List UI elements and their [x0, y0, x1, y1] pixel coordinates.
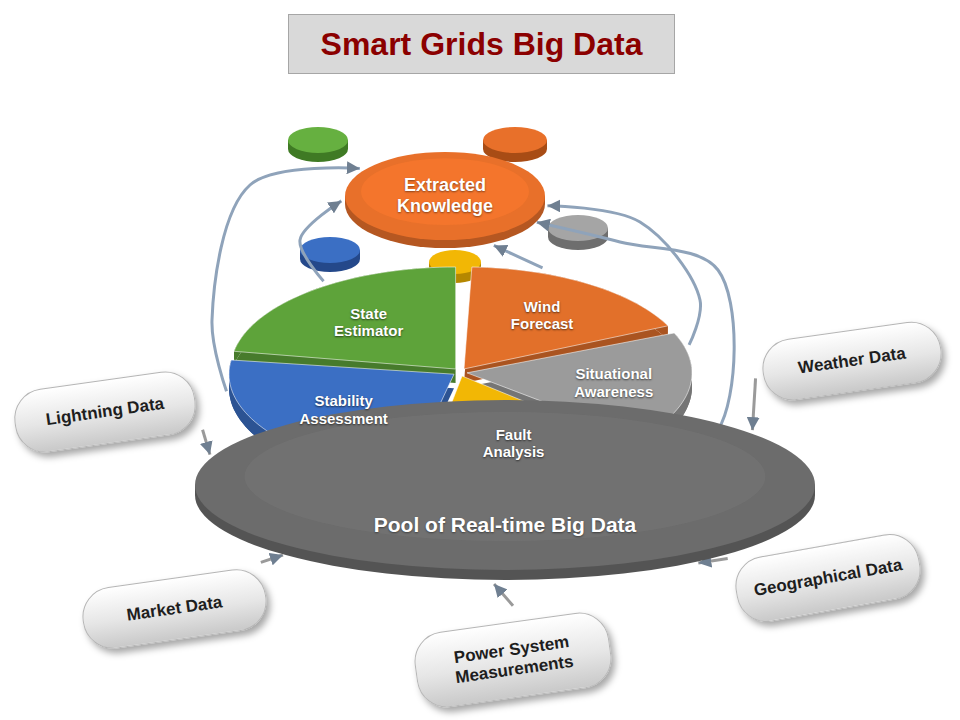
node-label: Market Data: [125, 593, 223, 626]
node-label: Wind Forecast: [502, 298, 582, 333]
blue-disc: [300, 237, 360, 272]
data-source-box: Market Data: [79, 565, 271, 652]
title-box: Smart Grids Big Data: [288, 14, 675, 74]
node-label: Lightning Data: [45, 394, 166, 430]
data-source-box: Lightning Data: [10, 368, 199, 457]
node-label: State Estimator: [319, 305, 419, 340]
node-label: Fault Analysis: [469, 426, 559, 461]
node-label: Extracted Knowledge: [375, 175, 515, 216]
data-source-box: Power System Measurements: [411, 609, 616, 712]
node-label: Power System Measurements: [431, 630, 595, 691]
node-label: Pool of Real-time Big Data: [225, 513, 785, 537]
flow-arrow: [752, 378, 755, 430]
flow-arrow: [300, 201, 341, 281]
node-label: Situational Awareness: [562, 365, 666, 400]
flow-arrow: [494, 584, 513, 606]
data-source-box: Geographical Data: [731, 529, 926, 626]
title: Smart Grids Big Data: [321, 26, 643, 63]
node-label: Stability Assessment: [289, 392, 399, 427]
flow-arrow: [203, 430, 210, 455]
node-label: Geographical Data: [752, 555, 903, 600]
data-pool: Pool of Real-time Big Data: [195, 400, 815, 570]
flow-arrow: [261, 555, 283, 562]
node-label: Weather Data: [797, 344, 907, 378]
data-source-box: Weather Data: [759, 318, 946, 404]
flow-arrow: [494, 245, 543, 267]
knowledge-ellipse: Extracted Knowledge: [345, 152, 545, 240]
orange-disc: [483, 127, 547, 162]
green-disc: [288, 127, 348, 162]
